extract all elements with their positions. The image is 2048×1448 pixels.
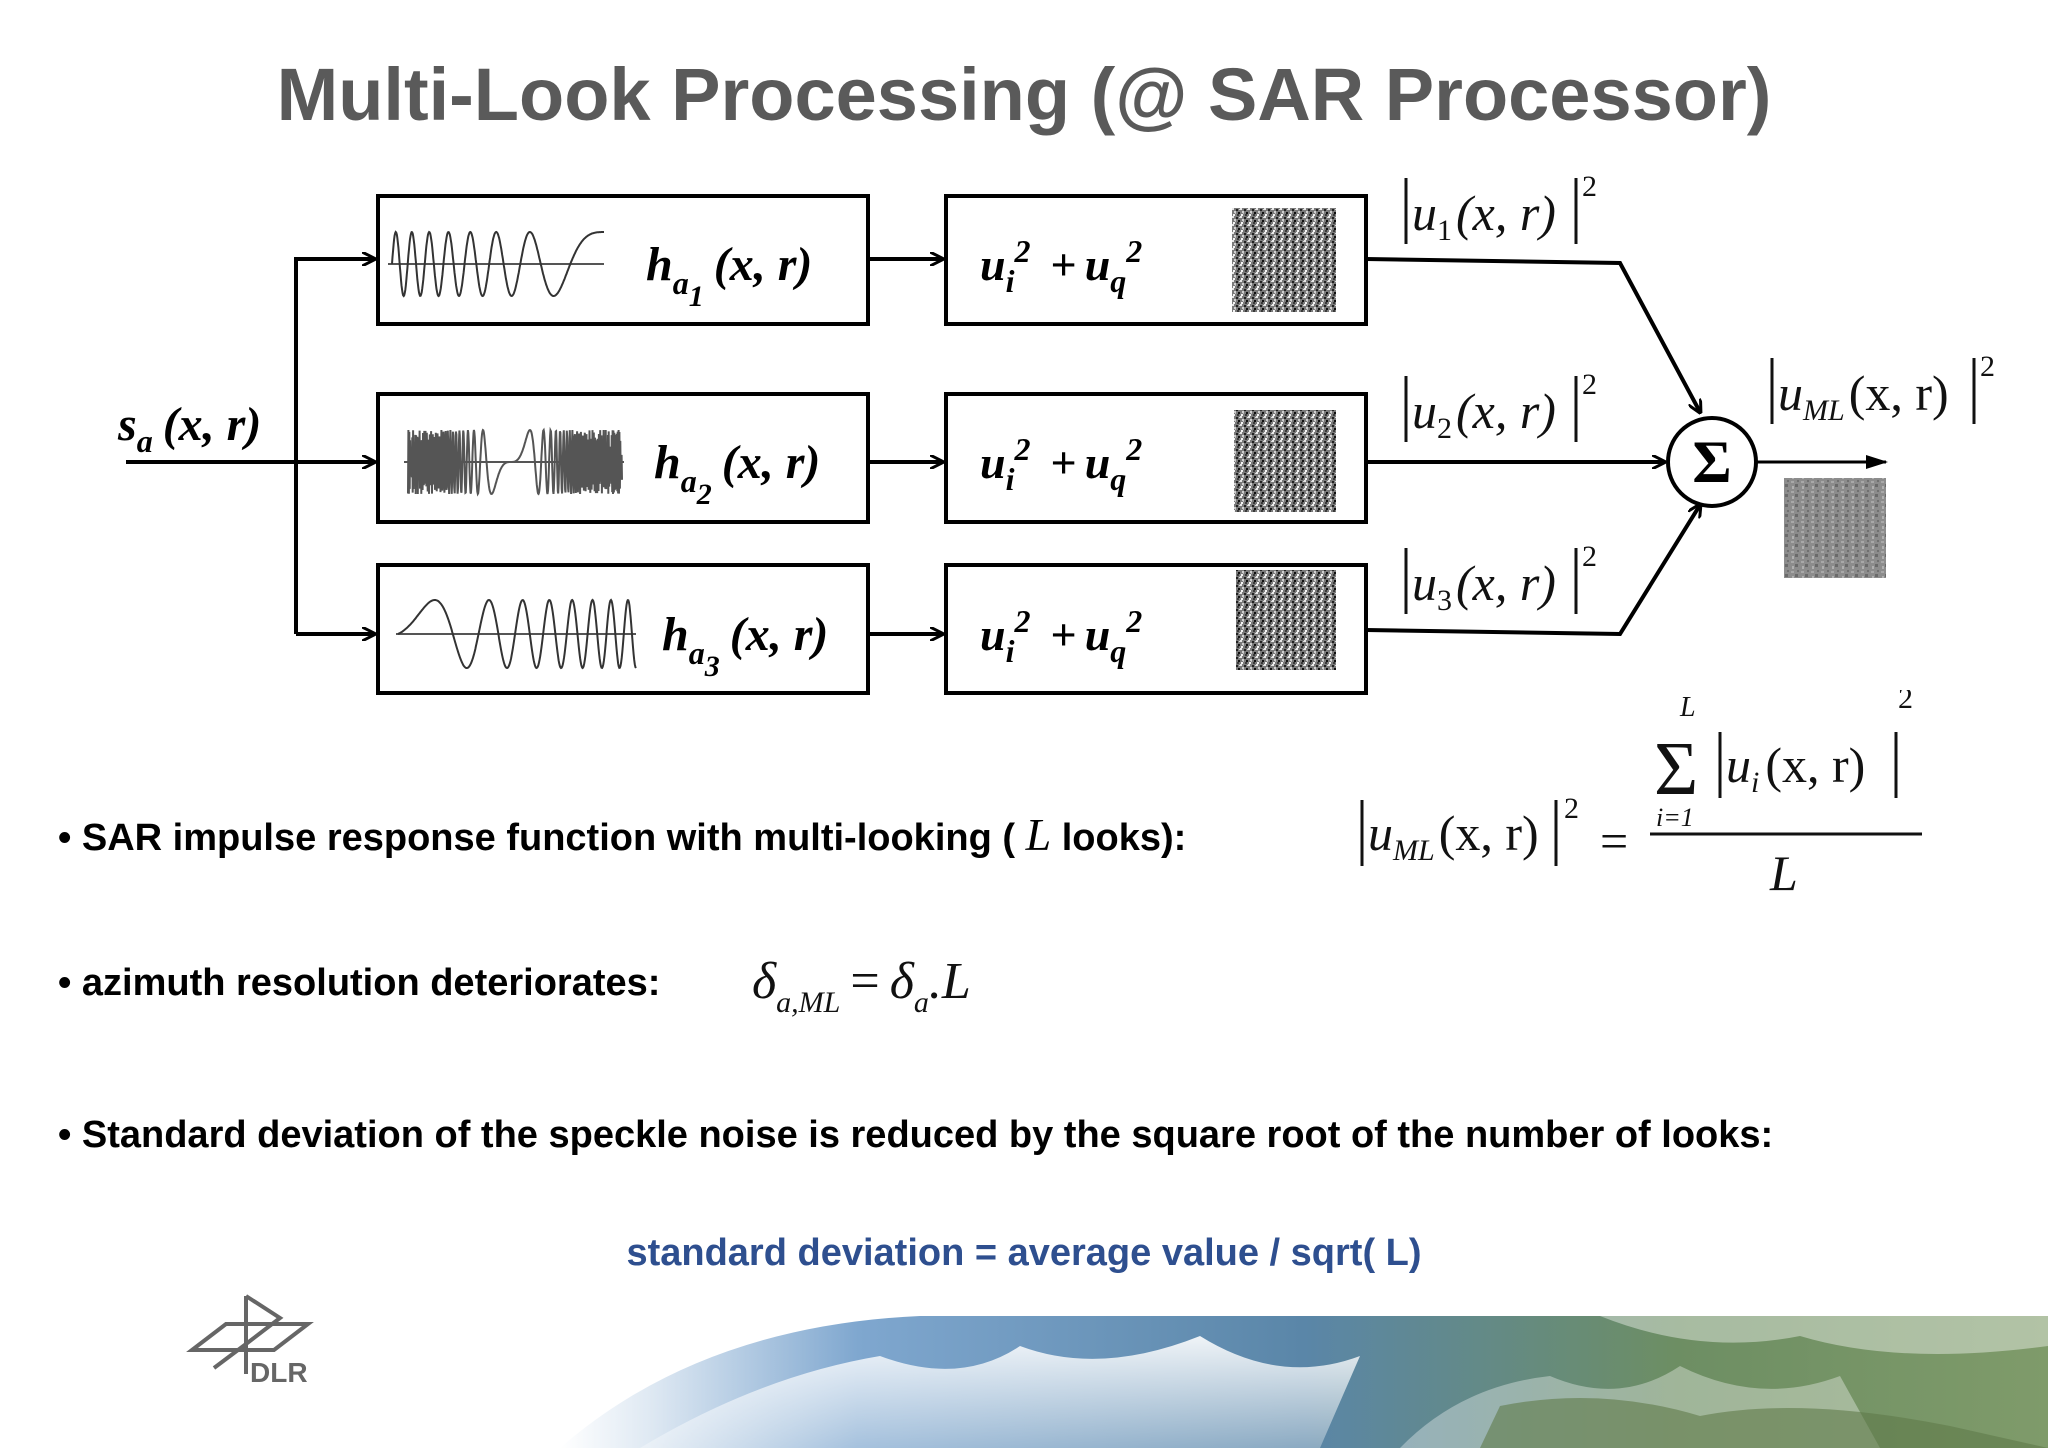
azimuth-resolution-formula: δa,ML=δa.L xyxy=(752,953,971,1019)
svg-text:uML(x, r): uML(x, r) xyxy=(1778,365,1949,427)
svg-text:u1(x, r): u1(x, r) xyxy=(1412,185,1556,247)
bullet-marker: • xyxy=(58,817,72,859)
speckle-image-1 xyxy=(1232,208,1336,312)
result-label: uML(x, r) 2 xyxy=(1770,350,1995,427)
output-label-1: u1(x, r) 2 xyxy=(1404,170,1597,247)
filter-label-3: ha3(x, r) xyxy=(662,608,828,683)
multilook-image xyxy=(1784,478,1886,578)
input-label: sa(x, r) xyxy=(117,398,261,459)
svg-text:2: 2 xyxy=(1582,170,1597,203)
detector-label-1: ui2+uq2 xyxy=(980,233,1142,299)
svg-text:ui2+uq2: ui2+uq2 xyxy=(980,233,1142,299)
detector-to-sum-lines xyxy=(1365,257,1700,637)
svg-text:Σ: Σ xyxy=(1654,727,1698,811)
filter-box-3 xyxy=(376,563,870,695)
input-branches xyxy=(126,259,374,634)
looks-variable: L xyxy=(1025,809,1052,860)
svg-text:i=1: i=1 xyxy=(1656,803,1694,832)
bullet-text-after: looks): xyxy=(1061,817,1187,859)
multilook-formula: uML(x, r) 2 = L Σ i=1 ui(x, r) 2 L xyxy=(1360,690,1922,901)
svg-text:u2(x, r): u2(x, r) xyxy=(1412,383,1556,445)
speckle-image-3 xyxy=(1236,570,1336,670)
svg-text:2: 2 xyxy=(1582,368,1597,401)
svg-text:2: 2 xyxy=(1564,792,1579,825)
output-label-3: u3(x, r) 2 xyxy=(1404,540,1597,617)
std-deviation-note: standard deviation = average value / sqr… xyxy=(626,1232,1422,1274)
svg-text:ui2+uq2: ui2+uq2 xyxy=(980,431,1142,497)
bullet-impulse-response: • SAR impulse response function with mul… xyxy=(58,808,1186,861)
dlr-logo xyxy=(186,1294,314,1374)
dlr-logo-text: DLR xyxy=(250,1357,308,1388)
bullet-text: Standard deviation of the speckle noise … xyxy=(81,1114,1774,1156)
svg-text:2: 2 xyxy=(1898,690,1913,715)
sigma-symbol: Σ xyxy=(1692,429,1731,495)
output-label-2: u2(x, r) 2 xyxy=(1404,368,1597,445)
bullet-marker: • xyxy=(58,1114,72,1156)
svg-text:ui2+uq2: ui2+uq2 xyxy=(980,603,1142,669)
chirp-waveform-1 xyxy=(388,230,604,298)
svg-text:2: 2 xyxy=(1582,540,1597,573)
svg-text:uML(x, r): uML(x, r) xyxy=(1368,805,1539,867)
detector-label-3: ui2+uq2 xyxy=(980,603,1142,669)
chirp-waveform-3 xyxy=(396,598,637,670)
speckle-image-2 xyxy=(1234,410,1336,512)
svg-text:ui(x, r): ui(x, r) xyxy=(1726,737,1865,799)
bullet-azimuth-resolution: • azimuth resolution deteriorates: xyxy=(58,962,660,1005)
filter-label-1: ha1(x, r) xyxy=(646,238,812,313)
multi-look-block-diagram: ha1(x, r) ha2(x, r) ha3(x, r) ui2+uq2 ui… xyxy=(117,170,1995,695)
svg-text:δa,ML=δa.L: δa,ML=δa.L xyxy=(752,953,971,1019)
svg-text:L: L xyxy=(1769,845,1798,901)
detector-label-2: ui2+uq2 xyxy=(980,431,1142,497)
svg-text:2: 2 xyxy=(1980,350,1995,383)
svg-text:=: = xyxy=(1600,813,1628,869)
bullet-speckle-noise: • Standard deviation of the speckle nois… xyxy=(58,1114,1773,1157)
svg-text:L: L xyxy=(1679,692,1696,723)
filter-label-2: ha2(x, r) xyxy=(654,436,820,511)
svg-text:u3(x, r): u3(x, r) xyxy=(1412,555,1556,617)
earth-banner-image xyxy=(560,1316,2048,1448)
filter-to-detector-arrows xyxy=(868,259,942,634)
filter-box-1 xyxy=(376,194,870,326)
bullet-text: azimuth resolution deteriorates: xyxy=(81,962,661,1004)
bullet-text: SAR impulse response function with multi… xyxy=(81,817,1016,859)
bullet-marker: • xyxy=(58,962,72,1004)
filter-box-2 xyxy=(376,392,870,524)
chirp-waveform-2 xyxy=(404,426,624,497)
slide-title: Multi-Look Processing (@ SAR Processor) xyxy=(276,53,1772,136)
